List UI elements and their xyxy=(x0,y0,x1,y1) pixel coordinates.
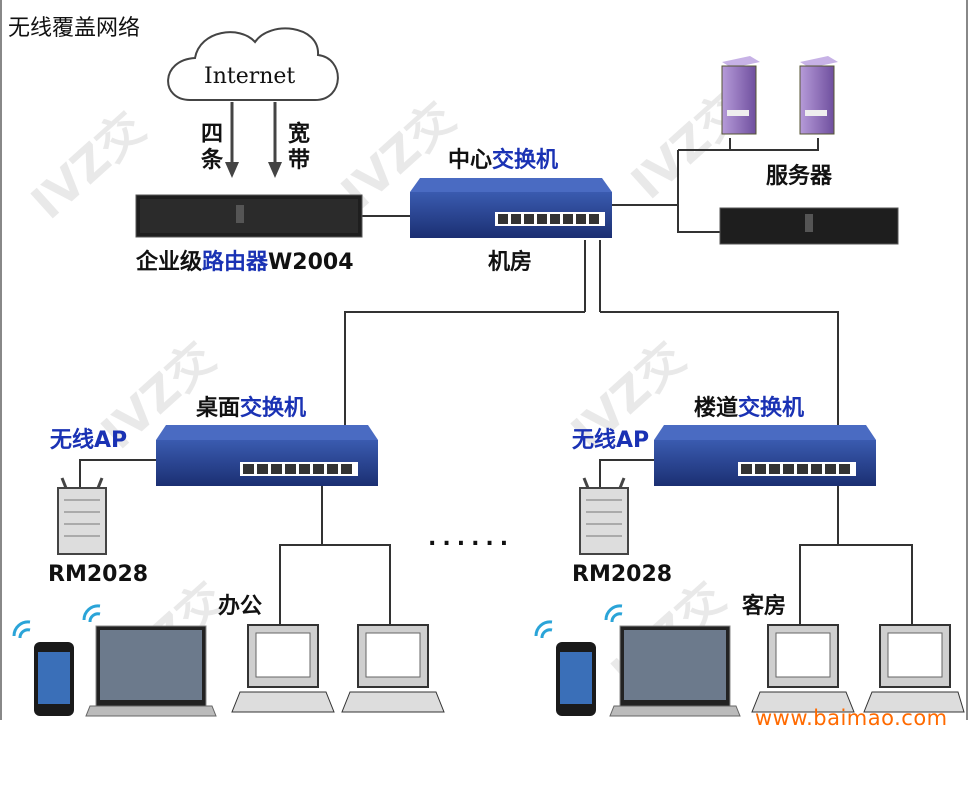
desktop-computer-icon xyxy=(863,624,965,713)
ap-right-model: RM2028 xyxy=(572,562,673,587)
ellipsis-label: ...... xyxy=(428,526,515,551)
network-links xyxy=(79,138,913,625)
wifi-icon xyxy=(534,604,623,639)
credit-text: www.baimao.com xyxy=(755,706,948,730)
laptop-icon xyxy=(609,625,741,717)
server-tower-icon xyxy=(721,56,760,135)
floor-switch-label: 楼道交换机 xyxy=(694,396,805,421)
uplink-label-right: 宽带 xyxy=(287,122,310,173)
smartphone-icon xyxy=(556,642,596,716)
guest-room-label: 客房 xyxy=(742,594,787,619)
smartphone-icon xyxy=(34,642,74,716)
desk-switch-icon xyxy=(156,425,378,486)
ap-right-label: 无线AP xyxy=(572,428,650,453)
access-point-icon xyxy=(579,477,629,555)
floor-switch-icon xyxy=(654,425,876,486)
core-switch-label: 中心交换机 xyxy=(448,148,559,173)
internet-cloud-icon xyxy=(167,27,339,101)
server-tower-icon xyxy=(799,56,838,135)
desk-switch-label: 桌面交换机 xyxy=(196,396,307,421)
ap-left-model: RM2028 xyxy=(48,562,149,587)
ap-left-label: 无线AP xyxy=(50,428,128,453)
router-device-icon xyxy=(135,194,363,238)
servers-label: 服务器 xyxy=(766,164,833,189)
access-point-icon xyxy=(57,477,107,555)
wifi-icon xyxy=(12,604,101,639)
internet-label: Internet xyxy=(204,64,296,89)
uplink-arrow-icon xyxy=(225,102,282,178)
laptop-icon xyxy=(85,625,217,717)
core-switch-icon xyxy=(410,178,612,238)
office-label: 办公 xyxy=(218,594,263,619)
rack-server-icon xyxy=(719,207,899,245)
desktop-computer-icon xyxy=(341,624,445,713)
machine-room-label: 机房 xyxy=(488,250,533,275)
desktop-computer-icon xyxy=(231,624,335,713)
uplink-label-left: 四条 xyxy=(200,122,223,173)
desktop-computer-icon xyxy=(751,624,855,713)
diagram-title: 无线覆盖网络 xyxy=(8,16,141,41)
router-label: 企业级路由器W2004 xyxy=(136,250,354,275)
